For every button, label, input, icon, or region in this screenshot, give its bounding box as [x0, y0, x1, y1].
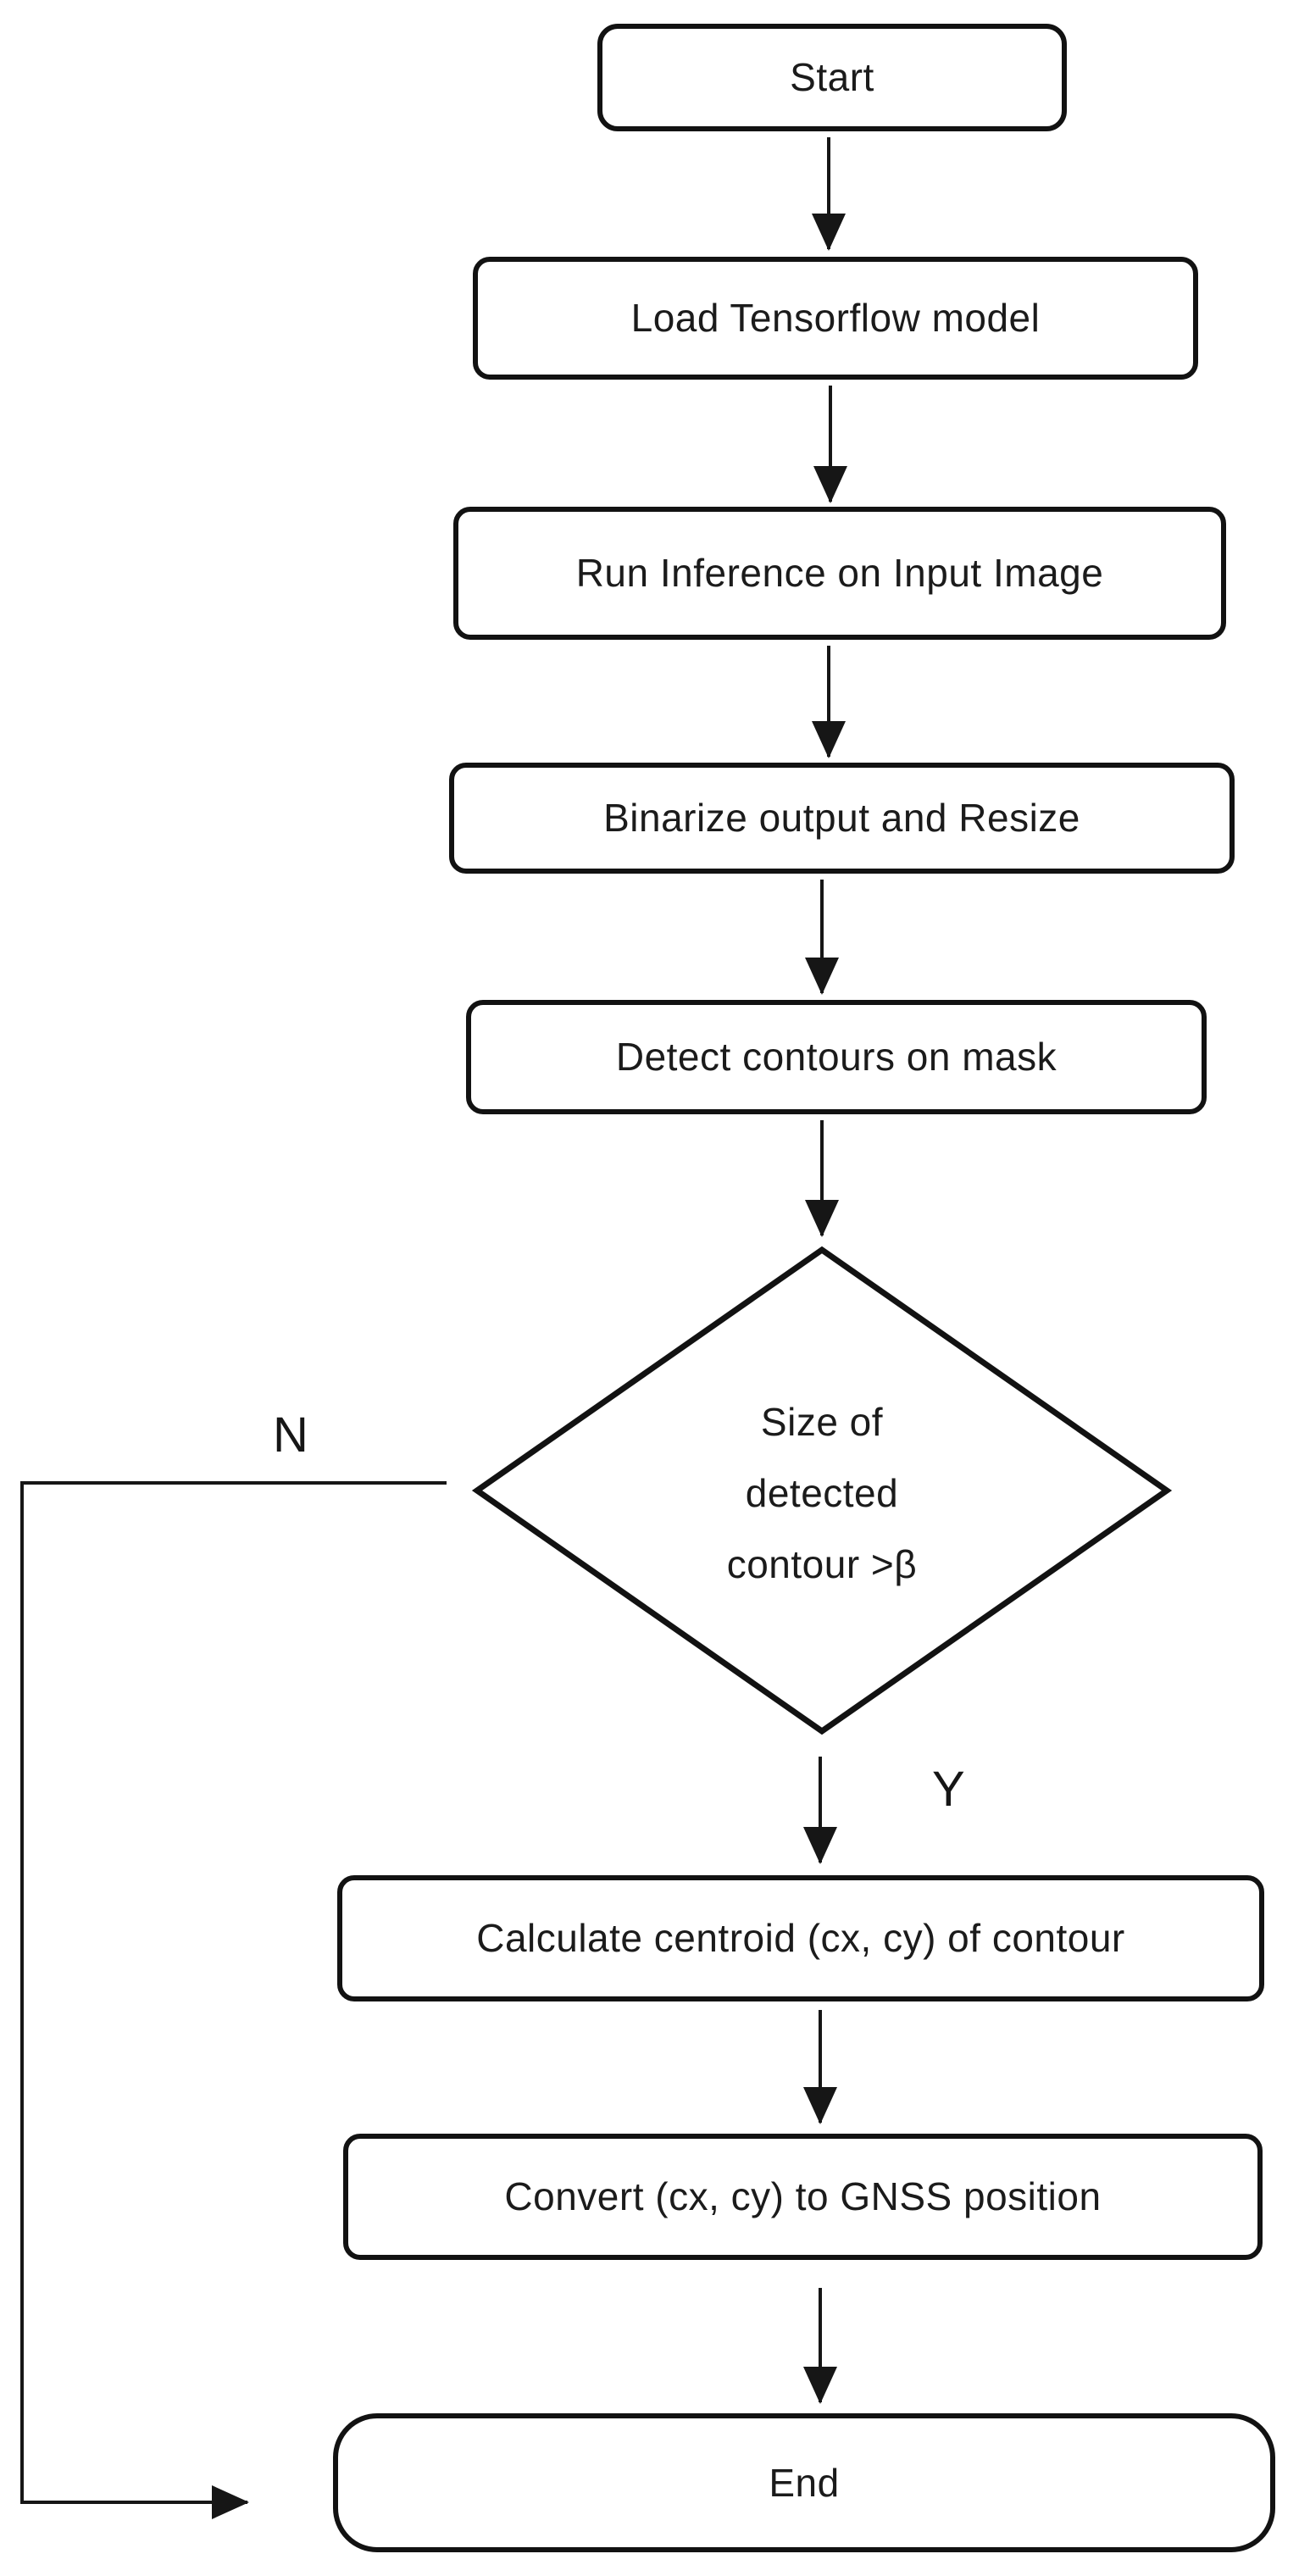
node-detect-contours-label: Detect contours on mask	[615, 1035, 1057, 1080]
node-load-model: Load Tensorflow model	[473, 257, 1198, 380]
decision-line-1: Size of	[760, 1400, 884, 1444]
branch-label-yes: Y	[932, 1762, 965, 1817]
node-size-decision-label: Size of detected contour >β	[610, 1386, 1034, 1600]
node-run-inference-label: Run Inference on Input Image	[575, 551, 1104, 596]
no-branch-connector	[20, 1481, 447, 2519]
node-start: Start	[597, 24, 1067, 131]
node-calculate-centroid: Calculate centroid (cx, cy) of contour	[337, 1875, 1264, 2001]
node-end-label: End	[769, 2460, 840, 2505]
node-binarize-label: Binarize output and Resize	[603, 796, 1080, 841]
node-end: End	[333, 2413, 1275, 2552]
node-convert-gnss: Convert (cx, cy) to GNSS position	[343, 2134, 1263, 2260]
node-start-label: Start	[790, 55, 874, 100]
node-calculate-centroid-label: Calculate centroid (cx, cy) of contour	[476, 1916, 1125, 1961]
branch-label-no: N	[273, 1407, 308, 1463]
decision-line-2: detected	[745, 1471, 899, 1515]
node-convert-gnss-label: Convert (cx, cy) to GNSS position	[504, 2174, 1102, 2219]
node-load-model-label: Load Tensorflow model	[630, 296, 1041, 341]
decision-line-3: contour >β	[726, 1542, 918, 1586]
node-run-inference: Run Inference on Input Image	[453, 507, 1226, 640]
node-detect-contours: Detect contours on mask	[466, 1000, 1207, 1114]
decision-diamond-shape	[471, 1246, 1173, 1735]
node-binarize: Binarize output and Resize	[449, 763, 1235, 874]
